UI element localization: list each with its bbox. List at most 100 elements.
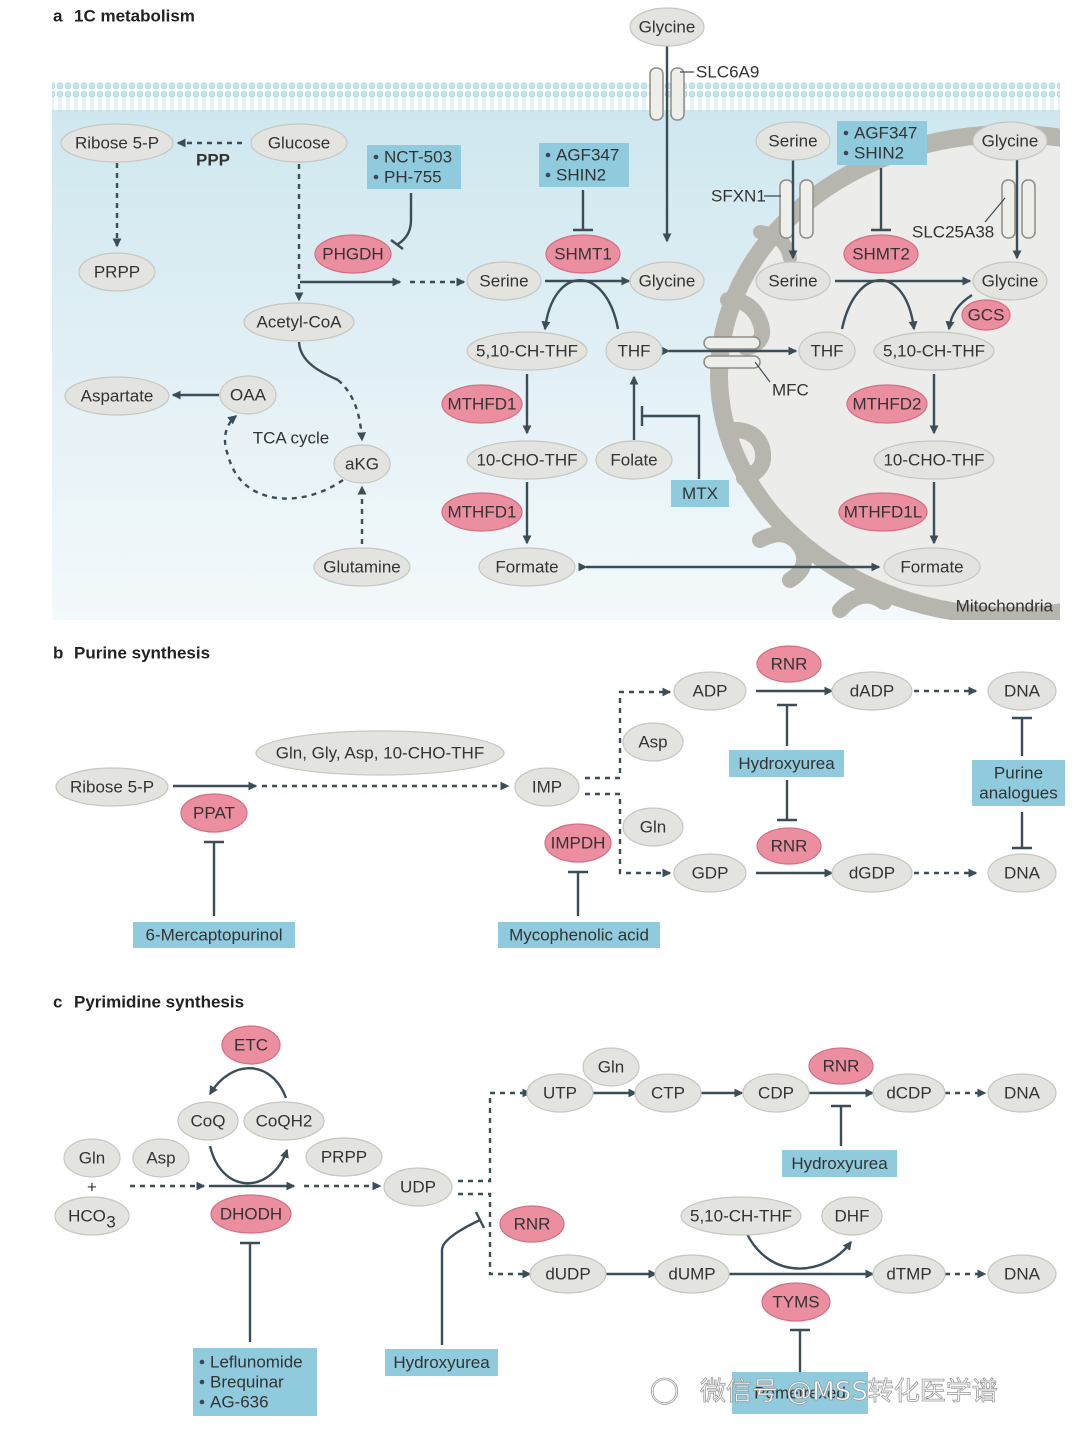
node-asp-pyrimidine: Asp xyxy=(132,1138,190,1178)
node-serine-mito-label: Serine xyxy=(768,272,817,291)
inhibitor-6-mercaptopurinol-label: 6-Mercaptopurinol xyxy=(145,926,282,945)
label-tca-cycle: TCA cycle xyxy=(253,429,330,448)
node-aspartate: Aspartate xyxy=(64,376,170,416)
node-ctp-label: CTP xyxy=(651,1084,685,1103)
node-ctp: CTP xyxy=(634,1073,702,1113)
node-formate-mito-label: Formate xyxy=(900,558,963,577)
node-dudp-label: dUDP xyxy=(545,1265,590,1284)
inhibitor-hydroxyurea-cdp: Hydroxyurea xyxy=(782,1150,897,1177)
node-dna-purine-1: DNA xyxy=(987,671,1057,711)
node-glycine-extracellular: Glycine xyxy=(629,7,705,47)
node-dgdp-label: dGDP xyxy=(849,864,895,883)
node-dna-purine-2: DNA xyxy=(987,853,1057,893)
node-glutamine-label: Glutamine xyxy=(323,558,400,577)
node-acetyl-coa: Acetyl-CoA xyxy=(243,302,355,342)
node-ribose-5p-purine: Ribose 5-P xyxy=(55,767,169,807)
node-10-cho-thf-cytosol-label: 10-CHO-THF xyxy=(476,451,577,470)
inhibitor-mtx: MTX xyxy=(671,480,729,507)
enzyme-shmt2: SHMT2 xyxy=(843,234,919,274)
node-glycine-cytosol-top: Glycine xyxy=(972,121,1048,161)
enzyme-impdh: IMPDH xyxy=(544,823,612,863)
node-coq-label: CoQ xyxy=(191,1112,226,1131)
section-b-letter: b xyxy=(53,644,63,663)
node-dtmp-label: dTMP xyxy=(886,1265,931,1284)
inhibitor-agf347-shin2-cytosol-item: SHIN2 xyxy=(556,166,606,185)
node-oaa-label: OAA xyxy=(230,386,267,405)
enzyme-mthfd1l: MTHFD1L xyxy=(838,492,928,532)
node-gln-ctp-label: Gln xyxy=(598,1058,624,1077)
node-thf-cytosol-label: THF xyxy=(617,342,650,361)
node-prpp: PRPP xyxy=(78,252,156,292)
node-coq: CoQ xyxy=(177,1101,239,1141)
slc6a9-transporter xyxy=(649,67,685,121)
label-mitochondria: Mitochondria xyxy=(956,597,1054,616)
node-gdp-label: GDP xyxy=(692,864,729,883)
inhibitor-nct-503-ph-755-item: NCT-503 xyxy=(384,148,452,167)
watermark: ◯ 微信号 @MSS转化医学谱 xyxy=(650,1375,999,1408)
section-b-header: b Purine synthesis xyxy=(53,644,210,663)
enzyme-mthfd1-a-label: MTHFD1 xyxy=(448,395,517,414)
node-dna-pyrimidine-2: DNA xyxy=(987,1254,1057,1294)
enzyme-rnr-gdp: RNR xyxy=(756,827,822,865)
node-dadp: dADP xyxy=(831,671,913,711)
enzyme-rnr-cdp: RNR xyxy=(808,1047,874,1085)
enzyme-mthfd2-label: MTHFD2 xyxy=(853,395,922,414)
node-hco3-label: HCO xyxy=(68,1207,106,1226)
wechat-icon: ◯ xyxy=(650,1375,679,1405)
enzyme-tyms-label: TYMS xyxy=(772,1293,819,1312)
inhibitor-hydroxyurea-purine-label: Hydroxyurea xyxy=(738,754,835,773)
node-udp-label: UDP xyxy=(400,1178,436,1197)
enzyme-mthfd1-a: MTHFD1 xyxy=(441,384,523,424)
inhibitor-6-mercaptopurinol: 6-Mercaptopurinol xyxy=(133,922,295,948)
enzyme-rnr-udp-label: RNR xyxy=(514,1215,551,1234)
node-aspartate-label: Aspartate xyxy=(81,387,154,406)
node-dadp-label: dADP xyxy=(850,682,894,701)
inhibitor-agf347-shin2-mito-item: SHIN2 xyxy=(854,144,904,163)
node-5-10-ch-thf-mito: 5,10-CH-THF xyxy=(873,331,995,371)
node-dna-pyrimidine-1: DNA xyxy=(987,1073,1057,1113)
node-dhf: DHF xyxy=(821,1196,883,1236)
enzyme-impdh-label: IMPDH xyxy=(551,834,606,853)
enzyme-shmt1-label: SHMT1 xyxy=(554,245,612,264)
section-c-title: Pyrimidine synthesis xyxy=(74,993,244,1012)
node-akg: aKG xyxy=(333,444,391,484)
node-glycine-mito: Glycine xyxy=(972,261,1048,301)
node-folate-label: Folate xyxy=(610,451,657,470)
enzyme-phgdh-label: PHGDH xyxy=(322,245,383,264)
inhibitor-leflunomide-group-item: AG-636 xyxy=(210,1393,269,1412)
watermark-text: 微信号 @MSS转化医学谱 xyxy=(700,1377,998,1407)
node-serine-mito: Serine xyxy=(755,261,831,301)
node-gln-pyrimidine: Gln xyxy=(63,1138,121,1178)
section-a-labels: SLC6A9 PPP SFXN1 SLC25A38 TCA cycle MFC … xyxy=(196,63,1054,616)
node-cdp: CDP xyxy=(742,1073,810,1113)
node-dcdp-label: dCDP xyxy=(886,1084,931,1103)
node-10-cho-thf-mito-label: 10-CHO-THF xyxy=(883,451,984,470)
node-asp-purine-label: Asp xyxy=(638,733,667,752)
node-prpp-pyrimidine-label: PRPP xyxy=(321,1148,367,1167)
slc25a38-transporter xyxy=(1001,179,1036,239)
node-thf-mito-label: THF xyxy=(810,342,843,361)
node-serine-cytosol: Serine xyxy=(466,261,542,301)
node-serine-cytosol-top-label: Serine xyxy=(768,132,817,151)
node-dhf-label: DHF xyxy=(835,1207,870,1226)
section-a-title: 1C metabolism xyxy=(74,7,195,26)
node-prpp-label: PRPP xyxy=(94,263,140,282)
node-plus: + xyxy=(87,1178,97,1197)
node-glycine-cytosol-label: Glycine xyxy=(639,272,696,291)
inhibitor-nct-503-ph-755-item: PH-755 xyxy=(384,168,442,187)
enzyme-dhodh-label: DHODH xyxy=(220,1205,282,1224)
enzyme-mthfd1-b-label: MTHFD1 xyxy=(448,503,517,522)
node-purine-substrates-label: Gln, Gly, Asp, 10-CHO-THF xyxy=(276,744,484,763)
enzyme-rnr-udp: RNR xyxy=(499,1205,565,1243)
label-ppp: PPP xyxy=(196,151,230,170)
section-c-letter: c xyxy=(53,993,62,1012)
node-gln-ctp: Gln xyxy=(582,1047,640,1087)
section-c-arrows xyxy=(130,1067,987,1374)
node-formate-cytosol-label: Formate xyxy=(495,558,558,577)
